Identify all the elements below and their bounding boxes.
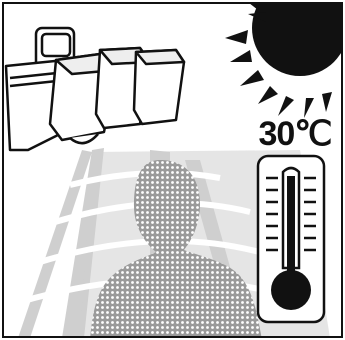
temperature-label: 30℃ [250,114,340,154]
thermometer-icon [258,156,324,322]
